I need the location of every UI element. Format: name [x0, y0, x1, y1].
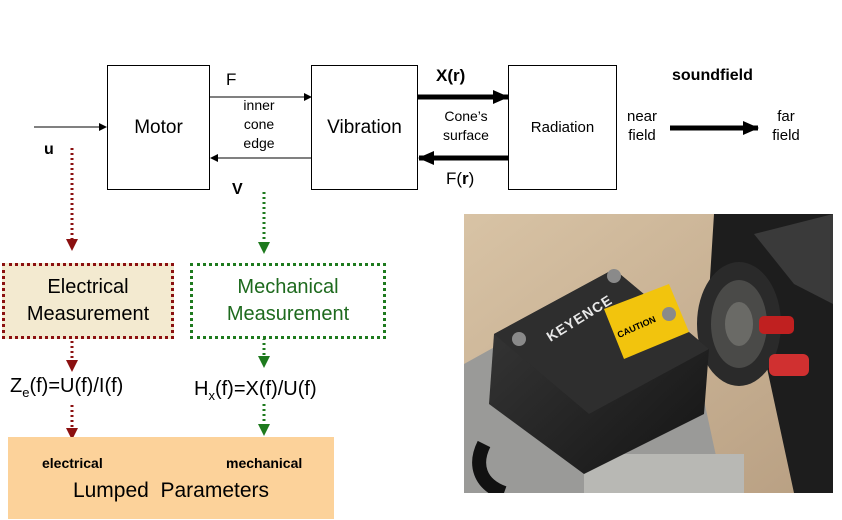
measurement-setup-photo: KEYENCE CAUTION: [464, 214, 833, 493]
electrical-measurement-line-1: Electrical: [47, 276, 129, 298]
motor-label: Motor: [134, 116, 183, 138]
f-r-label: F(r): [446, 169, 474, 189]
radiation-label: Radiation: [530, 119, 595, 136]
inner-cone-edge-line-1: inner: [243, 97, 275, 113]
soundfield-label: soundfield: [672, 67, 753, 84]
ze-sub: e: [22, 385, 30, 400]
inner-cone-edge-label: inner cone edge: [224, 96, 294, 153]
vibration-label: Vibration: [327, 116, 402, 138]
lumped-title: Lumped Parameters: [72, 479, 270, 502]
cones-surface-line-2: surface: [443, 127, 489, 143]
v-label: V: [232, 181, 243, 198]
x-r-bold: r: [453, 66, 460, 85]
f-r-suffix: ): [468, 169, 475, 188]
lumped-mechanical-label: mechanical: [226, 455, 303, 471]
far-field-line-1: far: [777, 108, 795, 125]
far-field-label: far field: [764, 107, 808, 145]
u-label: u: [44, 141, 54, 158]
electrical-measurement-line-2: Measurement: [26, 303, 150, 325]
hx-sub: x: [208, 388, 215, 403]
radiation-block: Radiation: [508, 65, 617, 190]
motor-block: Motor: [107, 65, 210, 190]
mechanical-measurement-line-1: Mechanical: [237, 276, 339, 298]
ze-formula: Ze(f)=U(f)/I(f): [10, 375, 123, 400]
vibration-block: Vibration: [311, 65, 418, 190]
inner-cone-edge-line-3: edge: [243, 135, 275, 151]
x-r-label: X(r): [436, 66, 465, 86]
f-r-prefix: F(: [446, 169, 463, 188]
hx-h: H: [194, 378, 209, 400]
near-field-line-2: field: [628, 127, 656, 144]
hx-rest: (f)=X(f)/U(f): [214, 378, 317, 400]
hx-formula: Hx(f)=X(f)/U(f): [194, 378, 317, 403]
photo-drawing: [464, 214, 833, 493]
near-field-line-1: near: [626, 108, 658, 125]
lumped-parameters-box: electrical mechanical Lumped Parameters: [8, 437, 334, 519]
x-r-suffix: ): [459, 66, 466, 85]
f-r-bold: r: [462, 169, 469, 188]
cones-surface-label: Cone’s surface: [426, 107, 506, 145]
mechanical-measurement-line-2: Measurement: [226, 303, 350, 325]
far-field-line-2: field: [772, 127, 800, 144]
mechanical-measurement-box: Mechanical Measurement: [190, 263, 386, 339]
ze-z: Z: [10, 375, 23, 397]
f-label: F: [226, 70, 237, 89]
ze-rest: (f)=U(f)/I(f): [29, 375, 124, 397]
electrical-measurement-box: Electrical Measurement: [2, 263, 174, 339]
near-field-label: near field: [620, 107, 664, 145]
lumped-electrical-label: electrical: [42, 455, 103, 471]
cones-surface-line-1: Cone’s: [444, 108, 488, 124]
x-r-prefix: X(: [436, 66, 453, 85]
inner-cone-edge-line-2: cone: [243, 116, 275, 132]
